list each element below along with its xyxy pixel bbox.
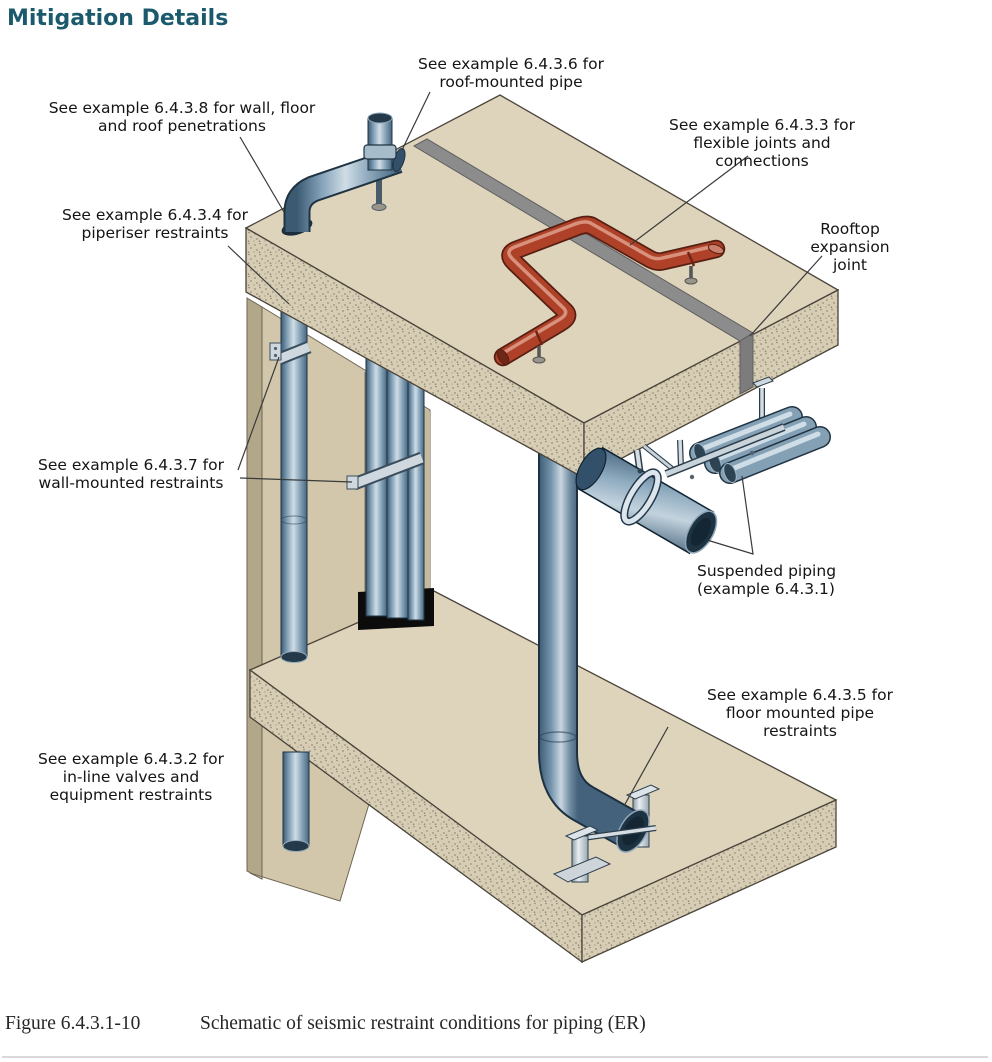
- label-wall-mounted: See example 6.4.3.7 for wall-mounted res…: [38, 456, 224, 492]
- label-inline-valves: See example 6.4.3.2 for in-line valves a…: [38, 750, 224, 804]
- leader-suspended: [706, 475, 754, 555]
- left-riser-upper: [280, 311, 308, 658]
- bottom-divider: [2, 1056, 988, 1058]
- leader-roof-mounted: [401, 91, 431, 151]
- roof-mounted-pipe: [281, 112, 406, 236]
- trapeze-anchor-plate: [752, 376, 774, 388]
- leader-floor-mounted: [623, 726, 669, 807]
- small-pipe-middle-highlight: [714, 421, 807, 462]
- trapeze-bolt: [749, 450, 755, 456]
- wall-clamp-plate: [269, 342, 282, 361]
- trapeze-bolt: [689, 474, 695, 480]
- red-pipe-support-foot: [684, 277, 698, 285]
- leader-wall-mounted-upper: [237, 356, 280, 471]
- clevis-bolt: [637, 468, 643, 474]
- floor-front-right-face: [581, 798, 837, 964]
- small-pipe-end: [723, 462, 737, 484]
- leader-rooftop-joint: [749, 255, 823, 337]
- drop-pipe: [540, 428, 641, 847]
- small-pipe-front-highlight: [729, 431, 821, 472]
- roof-pipe-run: [285, 149, 402, 232]
- trapeze-bar: [665, 424, 785, 477]
- label-suspended-piping: Suspended piping (example 6.4.3.1): [697, 562, 837, 598]
- label-pipe-riser: See example 6.4.3.4 for piperiser restra…: [62, 206, 248, 242]
- riser-clamp-plate: [346, 475, 359, 490]
- lower-stub-body: [282, 751, 310, 847]
- leader-pipe-riser: [227, 245, 290, 305]
- expansion-joint-strip-edge: [739, 332, 754, 395]
- roof-pipe-open-top: [367, 112, 393, 124]
- left-riser-coupling: [280, 515, 308, 525]
- red-flexible-pipe: [493, 215, 726, 367]
- roof-pipe-coupling: [363, 144, 397, 160]
- clamp-bolt: [273, 346, 278, 351]
- small-pipe-middle: [705, 417, 816, 473]
- trapeze-rod-left: [678, 439, 683, 469]
- pipe-support-foot: [371, 203, 387, 211]
- red-pipe-support-foot: [532, 356, 546, 364]
- label-floor-mounted: See example 6.4.3.5 for floor mounted pi…: [707, 686, 893, 740]
- red-pipe-highlight: [499, 220, 717, 356]
- leader-wall-mounted-lower: [239, 477, 353, 483]
- small-pipe-front: [720, 427, 830, 483]
- large-pipe-cut-end: [575, 447, 607, 491]
- roof-slab: [244, 94, 840, 480]
- page-title: Mitigation Details: [7, 6, 229, 31]
- riser-pipe-middle: [386, 347, 409, 619]
- figure-caption-text: Schematic of seismic restraint condition…: [200, 1013, 646, 1034]
- drop-pipe-coupling: [539, 731, 577, 743]
- small-pipe-back: [690, 407, 802, 463]
- riser-pipe-back: [407, 351, 425, 621]
- roof-pipe-vertical-branch: [367, 117, 393, 171]
- left-riser-cut-end: [280, 651, 308, 663]
- figure-number: Figure 6.4.3.1-10: [5, 1013, 141, 1034]
- large-suspended-pipe: [575, 446, 718, 555]
- left-riser-pipe: [269, 311, 312, 663]
- hanger-rod: [635, 449, 642, 473]
- small-pipe-back-highlight: [699, 411, 793, 452]
- leader-lines: [227, 91, 823, 807]
- small-pipe-rack: [689, 406, 831, 484]
- wall-left-edge-face: [246, 297, 263, 880]
- lower-stub-cut-end: [282, 840, 310, 852]
- restraint-post-right-cap: [625, 784, 661, 800]
- red-pipe-weld-band: [686, 251, 696, 267]
- trapeze-brace: [643, 444, 675, 472]
- figure-caption: Figure 6.4.3.1-10 Schematic of seismic re…: [5, 1013, 985, 1035]
- label-penetrations: See example 6.4.3.8 for wall, floor and …: [48, 99, 316, 135]
- label-rooftop-expansion: Rooftop expansion joint: [810, 220, 890, 274]
- pipe-risers: [346, 343, 425, 621]
- suspended-piping: [575, 376, 831, 555]
- large-pipe-open-end: [684, 510, 718, 554]
- red-pipe-body: [495, 217, 724, 365]
- leader-flexible-joints: [629, 155, 749, 246]
- floor-restraint-and-drop-pipe: [538, 428, 661, 883]
- label-roof-mounted-pipe: See example 6.4.3.6 for roof-mounted pip…: [418, 55, 604, 91]
- restraint-cross-rod: [575, 826, 657, 841]
- riser-clamp-band: [352, 453, 424, 489]
- wall-clamp-band: [277, 342, 311, 364]
- left-riser-lower-stub: [282, 751, 310, 852]
- seismic-piping-schematic: [227, 91, 840, 964]
- red-pipe-open-end-left: [496, 348, 510, 366]
- restraint-post-left-cap: [564, 825, 600, 841]
- red-pipe-open-end-right: [707, 243, 725, 255]
- clamp-bolt: [273, 353, 278, 358]
- red-pipe-weld-band: [534, 330, 544, 346]
- restraint-base-plate: [552, 856, 612, 883]
- leader-penetrations: [239, 136, 285, 213]
- label-flexible-joints: See example 6.4.3.3 for flexible joints …: [669, 116, 855, 170]
- clevis-hanger-band: [621, 469, 661, 525]
